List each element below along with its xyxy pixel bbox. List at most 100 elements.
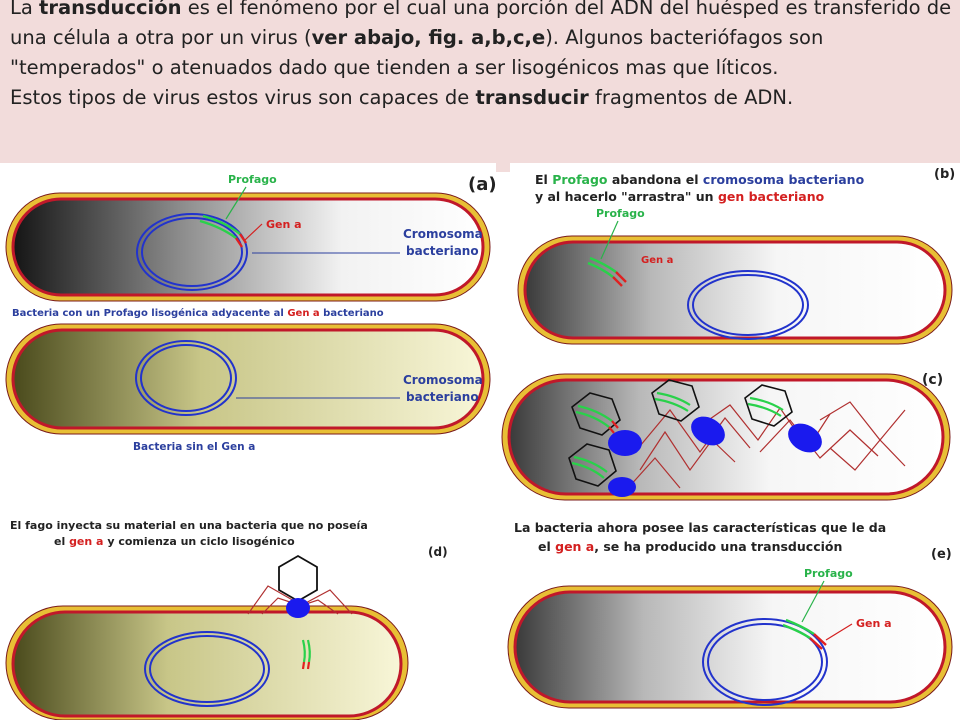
chromosome-inner — [707, 623, 823, 701]
panel-d-line1: El fago inyecta su material en una bacte… — [10, 519, 368, 532]
bacterium-b — [517, 235, 953, 345]
header-text-segment: fragmentos de ADN. — [588, 86, 794, 109]
chromosome-outer — [144, 631, 270, 707]
profago-pointer — [600, 220, 619, 260]
phage-injecting — [247, 554, 353, 618]
profago-label: Profago — [804, 567, 853, 580]
cell-membrane — [11, 328, 485, 430]
prophage-integrated — [199, 214, 241, 239]
profago-pointer — [801, 580, 825, 623]
phage-head — [571, 392, 621, 436]
chromosome-outer — [702, 618, 828, 706]
chromosome-inner — [692, 274, 804, 336]
phage-particle — [568, 443, 636, 497]
profago-label: Profago — [596, 207, 645, 220]
gen-a-marker — [235, 233, 247, 248]
caption-a1-gen: Gen a — [287, 308, 319, 319]
phage-particle — [651, 379, 725, 446]
panel-b-line1: El Profago abandona el cromosoma bacteri… — [535, 172, 865, 187]
cromosoma-label: Cromosoma — [403, 227, 483, 241]
caption-a1-tail: bacteriano — [320, 308, 384, 319]
gen-a-pointer — [825, 623, 853, 641]
excised-prophage — [587, 256, 627, 287]
phage-head — [568, 443, 617, 487]
header-text-segment: La — [10, 0, 40, 19]
panel-c-tag: (c) — [922, 372, 943, 388]
chromosome-inner — [149, 635, 265, 703]
header-bold-figref: ver abajo, fig. a,b,c,e — [311, 26, 546, 49]
panel-b-gen-word: gen bacteriano — [718, 189, 825, 204]
bacterium-a2 — [5, 323, 491, 435]
chromosome-outer — [687, 270, 809, 340]
panel-e-text: , se ha producido una transducción — [594, 539, 842, 554]
header-text-segment: ). Algunos bacteriófagos son "temperados… — [10, 26, 824, 79]
gen-a-label: Gen a — [266, 218, 302, 231]
phage-head — [651, 379, 700, 422]
panel-b: El Profago abandona el cromosoma bacteri… — [517, 167, 955, 345]
panel-e-tag: (e) — [931, 547, 952, 562]
prophage-integrated — [782, 618, 815, 640]
phage-sheath — [788, 423, 822, 453]
phage-sheath — [286, 598, 310, 618]
panel-d: El fago inyecta su material en una bacte… — [5, 519, 448, 720]
cell-membrane — [523, 240, 947, 340]
header-text-segment: Estos tipos de virus estos virus son cap… — [10, 86, 476, 109]
cell-membrane — [11, 197, 485, 297]
bacterium-a1 — [5, 192, 491, 302]
caption-a2: Bacteria sin el Gen a — [133, 441, 255, 453]
panel-b-cromosoma-word: cromosoma bacteriano — [703, 172, 865, 187]
caption-a1: Bacteria con un Profago lisogénica adyac… — [12, 307, 384, 319]
chromosome-outer — [135, 340, 237, 416]
panel-b-text: y al hacerlo "arrastra" un — [535, 189, 718, 204]
injected-dna — [301, 639, 311, 670]
panel-c: (c) — [501, 372, 951, 501]
bacterium-c — [501, 373, 951, 501]
cell-membrane — [507, 378, 945, 496]
cromosoma-label: Cromosoma — [403, 373, 483, 387]
gen-a-marker — [809, 633, 827, 650]
header-box: La transducción es el fenómeno por el cu… — [0, 0, 960, 163]
panel-a: (a) Profago Gen a Cromosoma bacteriano B… — [5, 173, 497, 453]
header-bold-transduccion: transducción — [39, 0, 182, 19]
profago-label: Profago — [228, 173, 277, 186]
phage-sheath — [691, 416, 725, 446]
gen-a-label: Gen a — [641, 255, 673, 266]
panel-b-text: El — [535, 172, 552, 187]
panel-b-profago-word: Profago — [552, 172, 608, 187]
panel-a-tag: (a) — [468, 174, 497, 195]
chromosome-outer — [136, 213, 248, 291]
phage-sheath — [608, 477, 636, 497]
phage-particle — [744, 384, 822, 453]
bacterium-d — [5, 605, 409, 720]
panel-d-tag: (d) — [428, 545, 448, 559]
bacterium-e — [507, 585, 953, 709]
chromosome-inner — [140, 344, 232, 412]
phage-head — [744, 384, 793, 427]
panel-e-line1: La bacteria ahora posee las característi… — [514, 520, 886, 535]
bacteriano-label: bacteriano — [406, 390, 479, 404]
caption-a1-text: Bacteria con un Profago lisogénica adyac… — [12, 307, 287, 319]
panel-e: La bacteria ahora posee las característi… — [507, 520, 953, 709]
cell-membrane — [11, 610, 403, 718]
panel-d-gen-word: gen a — [69, 535, 103, 548]
panel-b-tag: (b) — [934, 167, 955, 182]
cell-membrane — [513, 590, 947, 704]
phage-particle — [571, 392, 642, 456]
panel-b-line2: y al hacerlo "arrastra" un gen bacterian… — [535, 189, 825, 204]
chromosome-inner — [141, 217, 243, 287]
panel-d-line2: el gen a y comienza un ciclo lisogénico — [54, 535, 295, 548]
phage-head — [278, 554, 318, 603]
panel-e-gen-word: gen a — [555, 539, 594, 554]
panel-d-text: el — [54, 535, 69, 548]
bacteriano-label: bacteriano — [406, 244, 479, 258]
gen-a-label: Gen a — [856, 617, 892, 630]
header-tab — [496, 160, 510, 172]
panel-e-line2: el gen a, se ha producido una transducci… — [538, 539, 842, 554]
header-bold-transducir: transducir — [475, 86, 589, 109]
panel-d-text: y comienza un ciclo lisogénico — [103, 535, 295, 548]
profago-pointer — [225, 186, 247, 220]
panel-e-text: el — [538, 539, 555, 554]
panel-b-text: abandona el — [608, 172, 703, 187]
header-text: La transducción es el fenómeno por el cu… — [10, 0, 952, 113]
